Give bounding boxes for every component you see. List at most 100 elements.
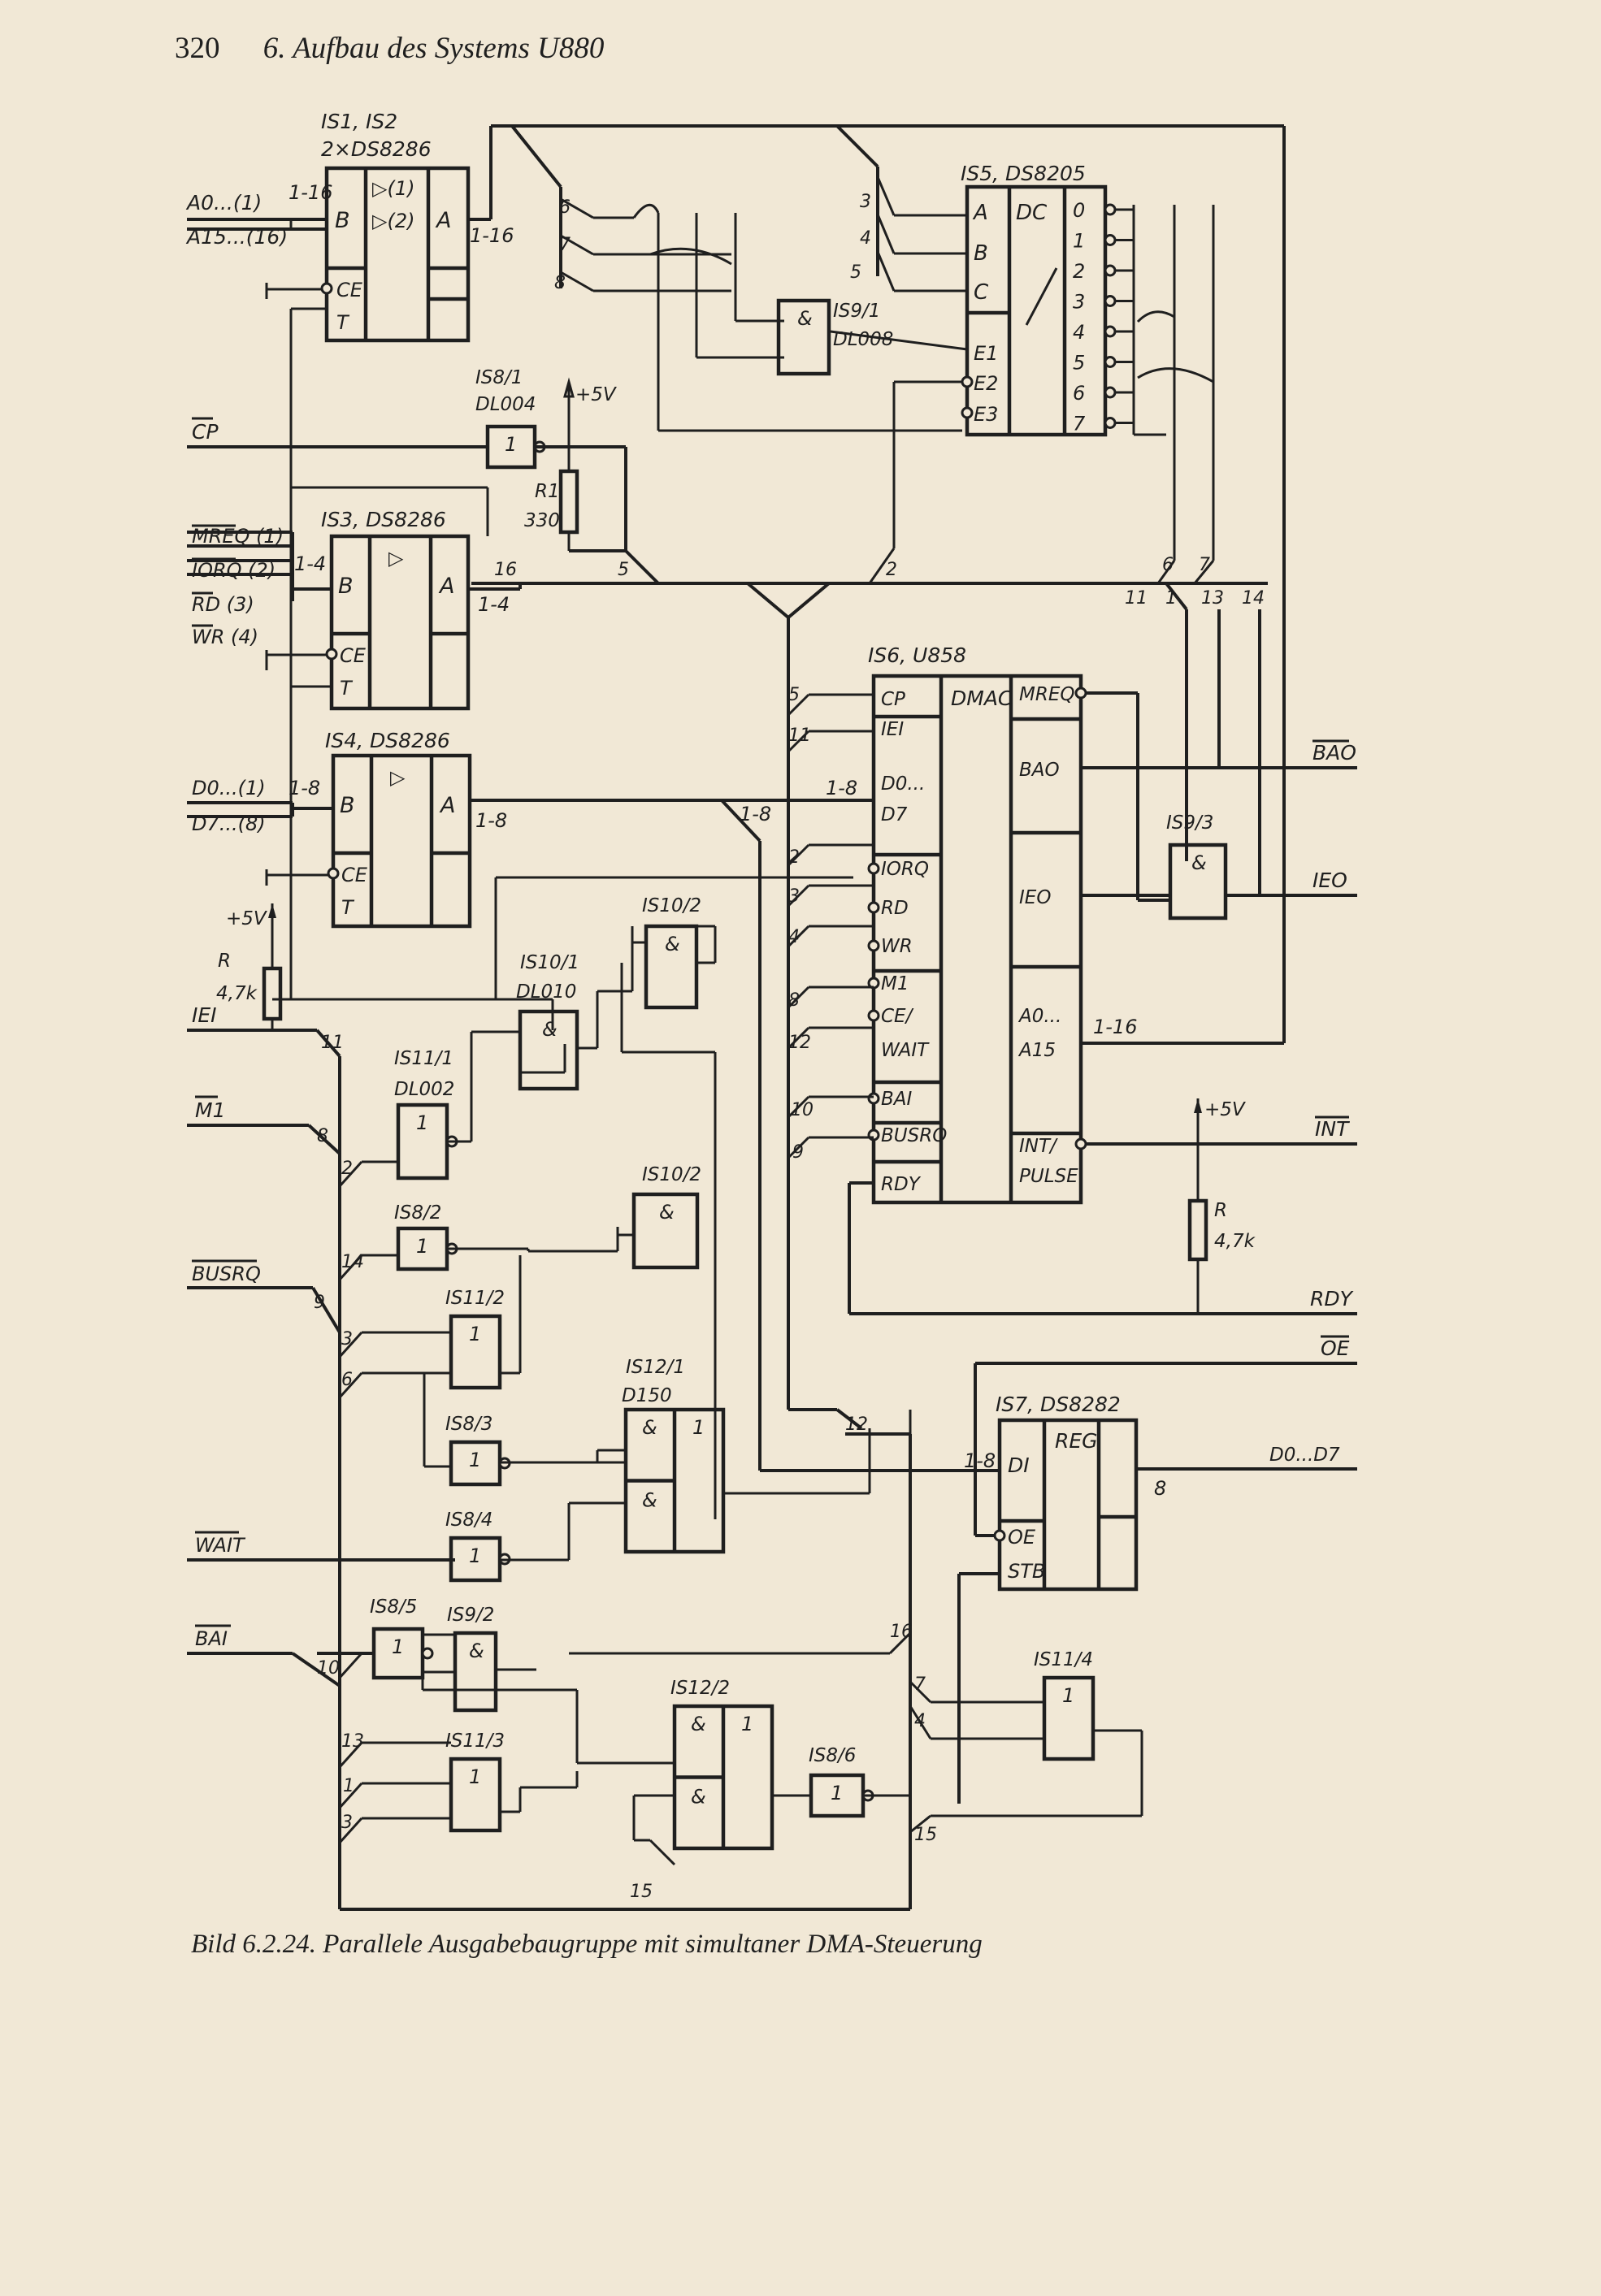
wire-number-6: 5: [618, 560, 629, 580]
gate-and-b-is12_2: &: [691, 1786, 706, 1809]
gate-is12-2: IS12/2&&1: [670, 1678, 774, 1851]
gate-is9-2: IS9/2 &: [447, 1605, 498, 1713]
chip-is5-in-c: C: [974, 280, 989, 305]
signal-d0-d7: D0...D7: [1269, 1445, 1340, 1466]
gate-symbol-is11_1: 1: [416, 1111, 428, 1134]
chip-is5-in-a: A: [972, 201, 988, 225]
wire-number-23: 9: [792, 1142, 804, 1163]
chip-is7-pin-di: DI: [1008, 1453, 1030, 1477]
gate-is8-6: IS8/61: [809, 1745, 874, 1818]
signal-iei: IEI: [192, 1003, 217, 1027]
signal-mreq: MREQ (1): [192, 525, 284, 548]
wire-number-19: 4: [788, 927, 800, 947]
gate-is8-4: IS8/41: [445, 1510, 511, 1583]
chip-is1-pin-a: A: [435, 208, 451, 233]
bus-label-3: 1-4: [478, 593, 510, 616]
signal-oe: OE: [1321, 1336, 1350, 1360]
bus-label-4: 1-8: [289, 777, 320, 799]
signal-rd: RD (3): [192, 593, 254, 616]
gate-and-a-is12_1: &: [642, 1416, 657, 1439]
wire-number-34: 1: [343, 1776, 354, 1796]
gate-label-is10_2b: IS10/2: [642, 1164, 701, 1185]
chip-is5-out-2: 2: [1073, 260, 1085, 283]
chip-is5-out-3: 3: [1073, 291, 1085, 314]
chip-is3-title: IS3, DS8286: [321, 508, 446, 531]
chip-is5-out-0: 0: [1073, 199, 1085, 222]
bus-label-10: 1-16: [1093, 1016, 1137, 1038]
gate-symbol-is8_6: 1: [831, 1782, 843, 1804]
logic-gates: IS8/1DL0041IS9/1DL008&IS9/3&IS10/2&IS10/…: [370, 298, 1228, 1851]
chip-is4-pin-b: B: [340, 793, 355, 818]
chip-is6-pin-right-1: BAO: [1019, 760, 1060, 781]
wire-number-39: 15: [914, 1825, 937, 1845]
wire-number-38: 4: [914, 1711, 926, 1731]
gate-symbol-is8_2: 1: [416, 1235, 428, 1258]
signal-a15: A15...(16): [185, 225, 288, 249]
gate-label-is9_2: IS9/2: [447, 1605, 494, 1626]
gate-is9-3: IS9/3&: [1166, 812, 1228, 921]
chip-is1-body: [324, 166, 471, 343]
chip-is6-dmac: DMAC: [951, 687, 1013, 710]
chip-is5-dc: DC: [1016, 201, 1048, 225]
wire-number-15: 5: [788, 685, 800, 705]
gate-or-is12_2: 1: [741, 1713, 753, 1735]
chip-is7-pin-stb: STB: [1008, 1560, 1045, 1583]
wire-number-0: 6: [559, 197, 571, 218]
chip-is5-in-e2: E2: [974, 372, 998, 395]
chip-is5-in-e1: E1: [974, 342, 998, 365]
signal-d7: D7...(8): [192, 812, 266, 835]
chip-is6: IS6, U858 DMAC CPIEID0...D7IORQRDWRM1CE/…: [867, 643, 1087, 1205]
resistor-iei: +5V R 4,7k: [216, 903, 283, 1030]
wire-number-14: 14: [1242, 588, 1265, 609]
chip-is5-out-6: 6: [1073, 382, 1085, 405]
chip-is1-pin-d2: ▷(2): [372, 210, 414, 232]
chip-is7-reg: REG: [1055, 1429, 1098, 1453]
bus-label-8: 1-8: [964, 1449, 996, 1472]
gate-label-is8_2: IS8/2: [394, 1202, 441, 1224]
gate-is11-3: IS11/31: [445, 1731, 505, 1833]
chip-is4: IS4, DS8286 ▷ B A CE T: [325, 729, 472, 929]
chip-is1-pin-d1: ▷(1): [372, 177, 414, 200]
wire-number-4: 4: [860, 228, 871, 249]
chip-is6-pin-right-6: PULSE: [1019, 1166, 1078, 1187]
gate-or-is12_1: 1: [692, 1416, 705, 1439]
resistor-int: +5V R 4,7k: [1187, 1098, 1256, 1314]
gate-is10-2b: IS10/2&: [631, 1164, 701, 1270]
gate-label-is11_2: IS11/2: [445, 1288, 505, 1309]
gate-and-a-is12_2: &: [691, 1713, 706, 1735]
chip-is6-pin-left-0: CP: [881, 689, 905, 710]
gate-label-is11_3: IS11/3: [445, 1731, 505, 1752]
wire-number-33: 13: [341, 1731, 364, 1752]
chip-is6-pin-left-5: RD: [881, 898, 909, 919]
wire-number-8: 6: [1162, 555, 1174, 575]
resistor-iei-value: 4,7k: [216, 983, 258, 1004]
chip-is6-pin-left-1: IEI: [881, 719, 904, 740]
wire-number-11: 11: [1125, 588, 1148, 609]
wire-number-20: 8: [788, 990, 800, 1011]
chip-is6-pin-left-4: IORQ: [881, 859, 929, 880]
wire-number-7: 2: [886, 560, 897, 580]
gate-symbol-is8_4: 1: [469, 1544, 481, 1567]
chip-is6-pin-right-5: INT/: [1019, 1136, 1058, 1157]
gate-symbol-is9_3: &: [1191, 851, 1207, 874]
gate-is8-3: IS8/31: [445, 1414, 511, 1487]
gate-label-is8_1: IS8/1: [475, 367, 523, 388]
signal-a0: A0...(1): [185, 191, 262, 214]
chip-is6-pin-left-6: WR: [881, 936, 913, 957]
signal-d0: D0...(1): [192, 777, 266, 799]
wire-number-12: 1: [1165, 588, 1177, 609]
chip-is6-pin-right-0: MREQ: [1019, 684, 1074, 705]
wire-number-40: 15: [630, 1882, 653, 1902]
gate-symbol-is9_2: &: [469, 1640, 484, 1662]
wiring: [187, 124, 1357, 1911]
chip-is5-out-1: 1: [1073, 230, 1085, 253]
chip-is3-pin-ce: CE: [340, 644, 367, 667]
wire-number-35: 3: [341, 1813, 353, 1833]
